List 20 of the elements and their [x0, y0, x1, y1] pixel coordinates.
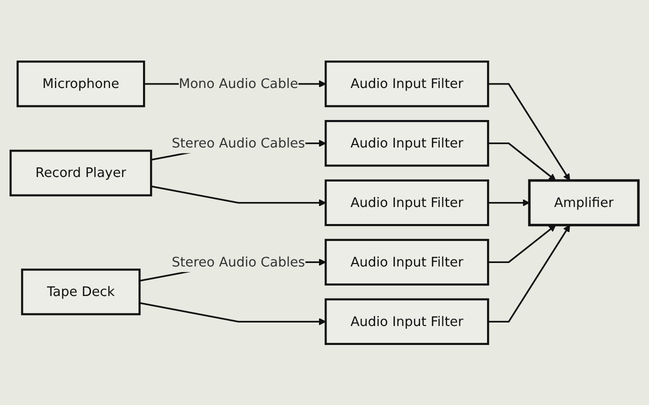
node-box: [324, 179, 490, 226]
node-box: [16, 60, 146, 107]
arrow: [488, 224, 556, 263]
arrow: [150, 185, 326, 206]
node-box: [324, 238, 490, 286]
edge-label: Stereo Audio Cables: [172, 134, 306, 150]
arrow: [488, 224, 570, 322]
arrow: [139, 302, 326, 325]
arrow: [488, 142, 556, 181]
arrow: [488, 82, 570, 181]
node-box: [324, 120, 490, 166]
node-box: [324, 60, 490, 107]
node-box: [528, 178, 640, 226]
block-diagram: Mono Audio Cable Stereo Audio Cables Stereo Audio Cables Microphone Audio Input Filter Record Player Audio Input Filter Audio Input Filter Tape Deck Audio Input Filter Audio Input Filter Amplifier: [4, 54, 645, 350]
node-box: [324, 298, 490, 345]
node-box: [21, 268, 141, 315]
edge-label: Stereo Audio Cables: [172, 254, 306, 270]
arrow: [488, 198, 530, 206]
edge-label: Mono Audio Cable: [178, 75, 298, 92]
node-box: [10, 149, 152, 196]
